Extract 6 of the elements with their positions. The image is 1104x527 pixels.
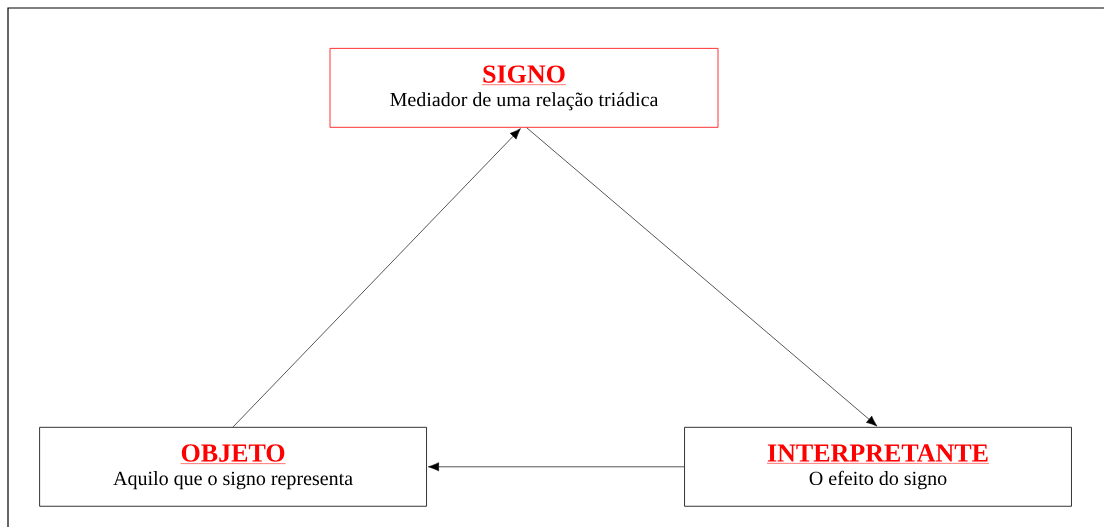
text-box: OBJETO Aquilo que o signo representa bbox=[39, 426, 427, 507]
text-box: INTERPRETANTE O efeito do signo bbox=[684, 426, 1072, 507]
text-box: SIGNO Mediador de uma relação triádica bbox=[329, 48, 719, 128]
arrow bbox=[526, 127, 878, 427]
arrow bbox=[427, 462, 685, 472]
arrow bbox=[232, 128, 521, 428]
